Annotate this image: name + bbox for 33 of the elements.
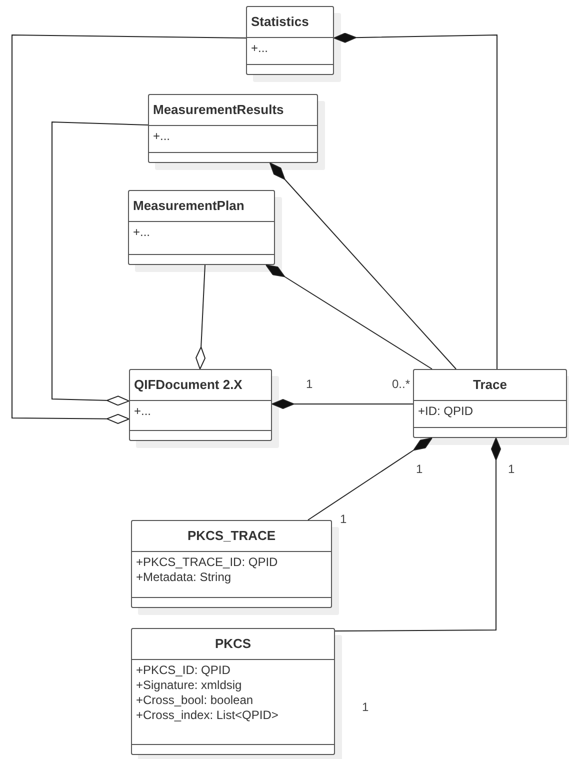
aggregation-connector: [196, 264, 206, 370]
multiplicity-label: 1: [306, 377, 313, 391]
attribute-text: +...: [134, 404, 152, 419]
composition-connector: [334, 32, 498, 370]
attribute-text: +Metadata: String: [136, 570, 232, 585]
class-name: PKCS_TRACE: [187, 528, 276, 543]
class-name: Trace: [473, 377, 507, 392]
composition-connector: [308, 438, 432, 520]
composition-connector: [266, 264, 432, 370]
class-name: QIFDocument 2.X: [134, 377, 242, 392]
attribute-text: +...: [251, 41, 268, 56]
attribute-text: +PKCS_TRACE_ID: QPID: [136, 555, 278, 570]
attribute-text: +Signature: xmldsig: [136, 678, 242, 693]
attribute-text: +Cross_bool: boolean: [136, 693, 254, 708]
composition-connector: [270, 162, 456, 370]
attribute-text: +ID: QPID: [418, 404, 474, 419]
attribute-text: +PKCS_ID: QPID: [136, 663, 230, 678]
attribute-text: +Cross_index: List<QPID>: [136, 708, 278, 723]
class-name: Statistics: [251, 14, 309, 29]
multiplicity-label: 1: [362, 700, 369, 714]
attribute-text: +...: [133, 225, 150, 240]
class-name: PKCS: [214, 636, 252, 651]
composition-connector: [334, 438, 501, 632]
multiplicity-label: 1: [340, 512, 347, 526]
multiplicity-label: 0..*: [392, 377, 410, 391]
aggregation-connector: [52, 121, 148, 406]
composition-connector: [272, 399, 414, 409]
multiplicity-label: 1: [416, 462, 423, 476]
attribute-text: +...: [153, 129, 170, 144]
aggregation-connector: [12, 34, 246, 424]
class-name: MeasurementPlan: [133, 198, 244, 213]
multiplicity-label: 1: [508, 462, 515, 476]
class-name: MeasurementResults: [153, 102, 284, 117]
